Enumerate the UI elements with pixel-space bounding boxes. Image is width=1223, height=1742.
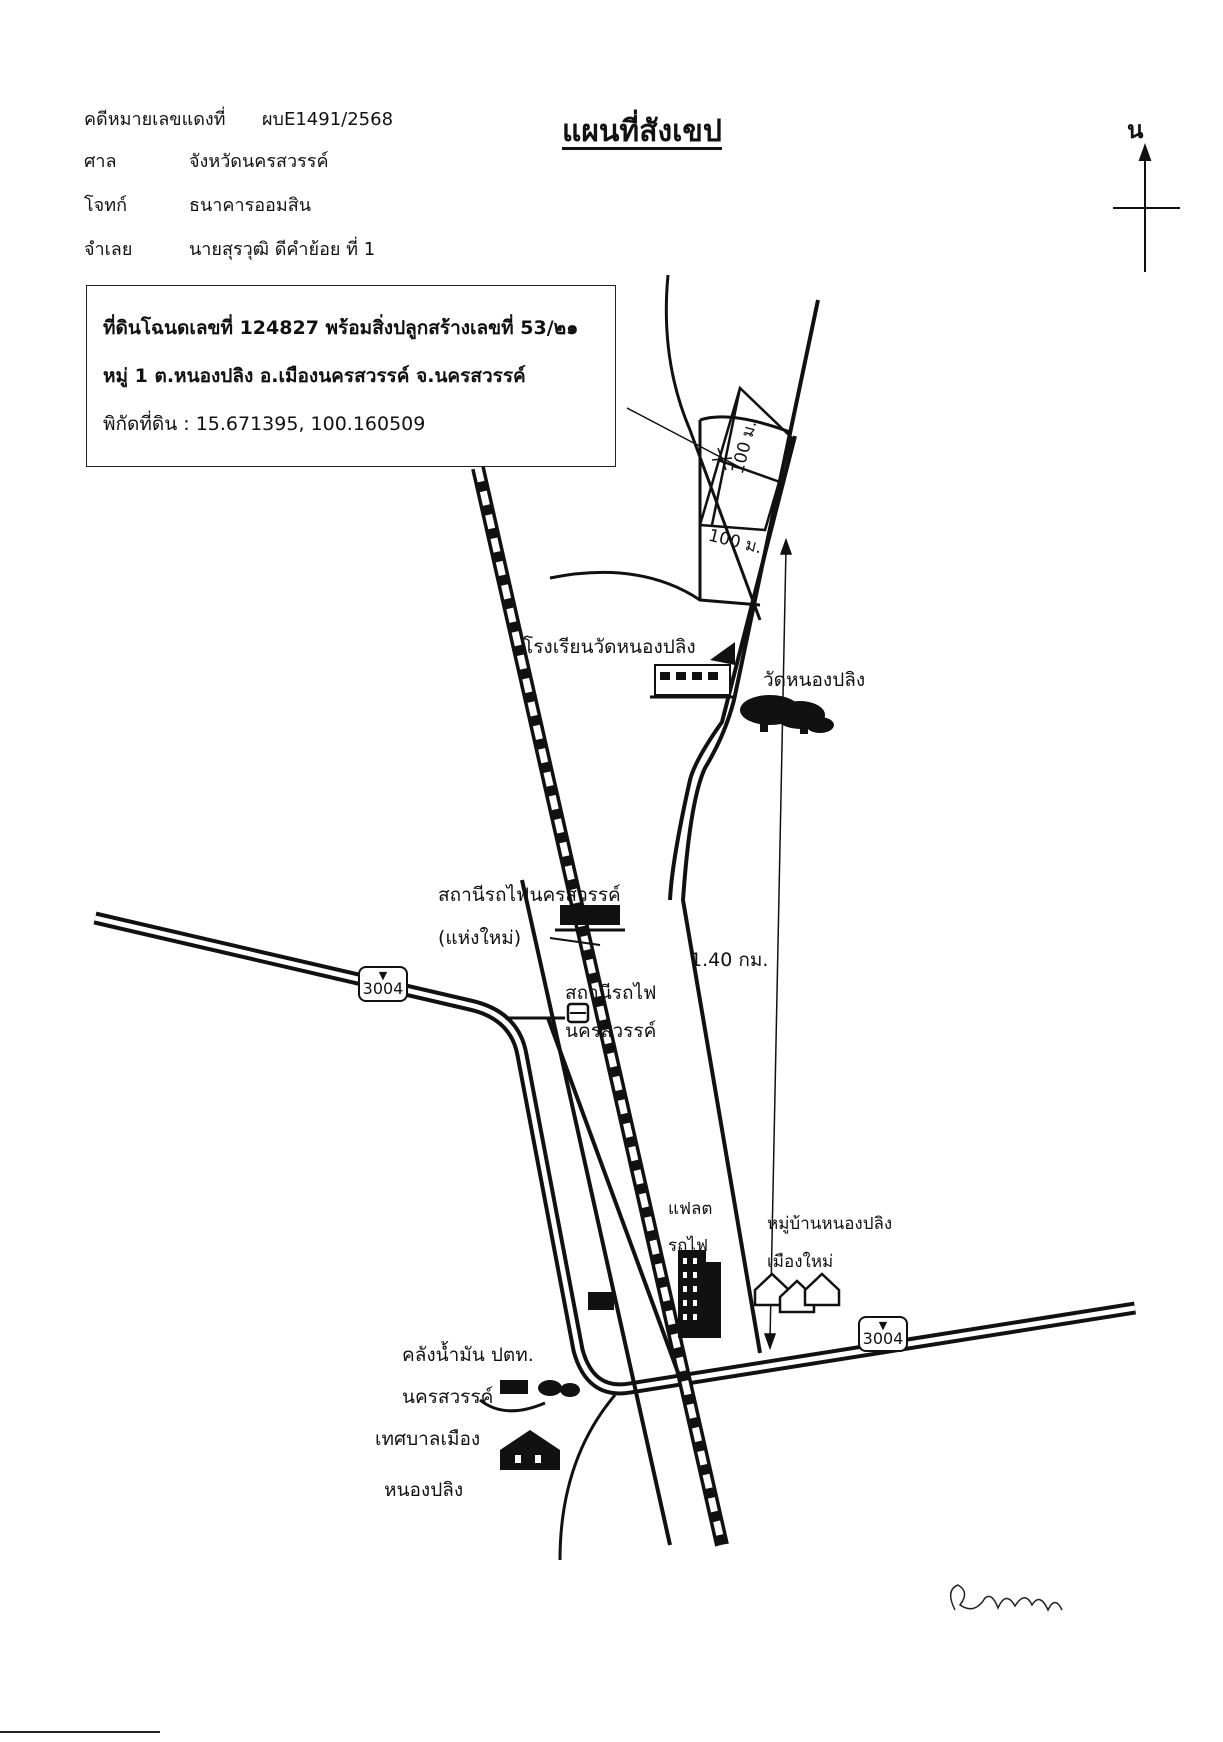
new-station-sublabel: (แห่งใหม่) xyxy=(438,927,522,949)
court-row: ศาล จังหวัดนครสวรรค์ xyxy=(84,146,328,175)
flat-sublabel: รถไฟ xyxy=(668,1236,709,1256)
old-station-icon xyxy=(566,1002,590,1024)
court-label: ศาล xyxy=(84,151,117,172)
old-station-sublabel: นครสวรรค์ xyxy=(565,1020,657,1042)
temple-icon xyxy=(740,695,834,734)
municipality-label: เทศบาลเมือง xyxy=(375,1428,481,1450)
defendant-row: จำเลย นายสุรวุฒิ ดีคำย้อย ที่ 1 xyxy=(84,234,375,263)
oil-depot-label: คลังน้ำมัน ปตท. xyxy=(402,1344,534,1366)
route-number-left: 3004 xyxy=(362,979,404,998)
municipality-sublabel: หนองปลิง xyxy=(384,1479,464,1501)
railway-line xyxy=(471,466,729,1547)
distance-label: 1.40 กม. xyxy=(690,949,769,971)
village-houses-icon xyxy=(753,1272,841,1314)
case-number-row: คดีหมายเลขแดงที่ ผบE1491/2568 xyxy=(84,104,393,133)
case-number-value: ผบE1491/2568 xyxy=(262,109,394,130)
temple-label: วัดหนองปลิง xyxy=(763,669,866,691)
highway-3004 xyxy=(93,911,1137,1396)
flat-label: แฟลต xyxy=(668,1199,713,1219)
north-arrow-icon xyxy=(1113,143,1180,272)
municipality-icon xyxy=(500,1430,560,1470)
distance-arrow xyxy=(763,537,793,1351)
old-station-label: สถานีรถไฟ xyxy=(565,982,657,1004)
plaintiff-row: โจทก์ ธนาคารออมสิน xyxy=(84,190,311,219)
minor-roads xyxy=(479,274,791,1561)
route-shield-left: ▼3004 xyxy=(358,966,408,1002)
route-shield-right: ▼3004 xyxy=(858,1316,908,1352)
land-info-box: ที่ดินโฉนดเลขที่ 124827 พร้อมสิ่งปลูกสร้… xyxy=(86,285,616,467)
route-number-right: 3004 xyxy=(862,1329,904,1348)
land-plot xyxy=(698,385,794,532)
court-value: จังหวัดนครสวรรค์ xyxy=(189,151,329,172)
school-label: โรงเรียนวัดหนองปลิง xyxy=(523,636,696,658)
school-icon xyxy=(650,642,735,699)
main-road xyxy=(668,299,820,1354)
page-bottom-rule xyxy=(0,1731,160,1733)
plaintiff-value: ธนาคารออมสิน xyxy=(189,195,311,216)
new-station-icon xyxy=(549,905,625,946)
land-title-deed: ที่ดินโฉนดเลขที่ 124827 พร้อมสิ่งปลูกสร้… xyxy=(103,317,579,339)
defendant-value: นายสุรวุฒิ ดีคำย้อย ที่ 1 xyxy=(189,239,376,260)
plaintiff-label: โจทก์ xyxy=(84,195,127,216)
oil-depot-icon xyxy=(500,1380,580,1397)
land-coordinates: พิกัดที่ดิน : 15.671395, 100.160509 xyxy=(103,413,426,435)
station-road xyxy=(520,879,682,1546)
land-address: หมู่ 1 ต.หนองปลิง อ.เมืองนครสวรรค์ จ.นคร… xyxy=(103,365,526,387)
defendant-label: จำเลย xyxy=(84,239,133,260)
signature-icon xyxy=(949,1584,1063,1612)
village-sublabel: เมืองใหม่ xyxy=(767,1252,834,1272)
new-station-label: สถานีรถไฟนครสวรรค์ xyxy=(438,884,621,906)
case-number-label: คดีหมายเลขแดงที่ xyxy=(84,109,226,130)
map-title: แผนที่สังเขป xyxy=(562,114,722,149)
small-building-icon xyxy=(588,1292,614,1310)
flat-building-icon xyxy=(678,1250,721,1338)
village-label: หมู่บ้านหนองปลิง xyxy=(767,1214,893,1234)
north-label: น xyxy=(1127,116,1144,144)
land-plot-marker xyxy=(626,407,746,471)
oil-depot-sublabel: นครสวรรค์ xyxy=(402,1386,494,1408)
